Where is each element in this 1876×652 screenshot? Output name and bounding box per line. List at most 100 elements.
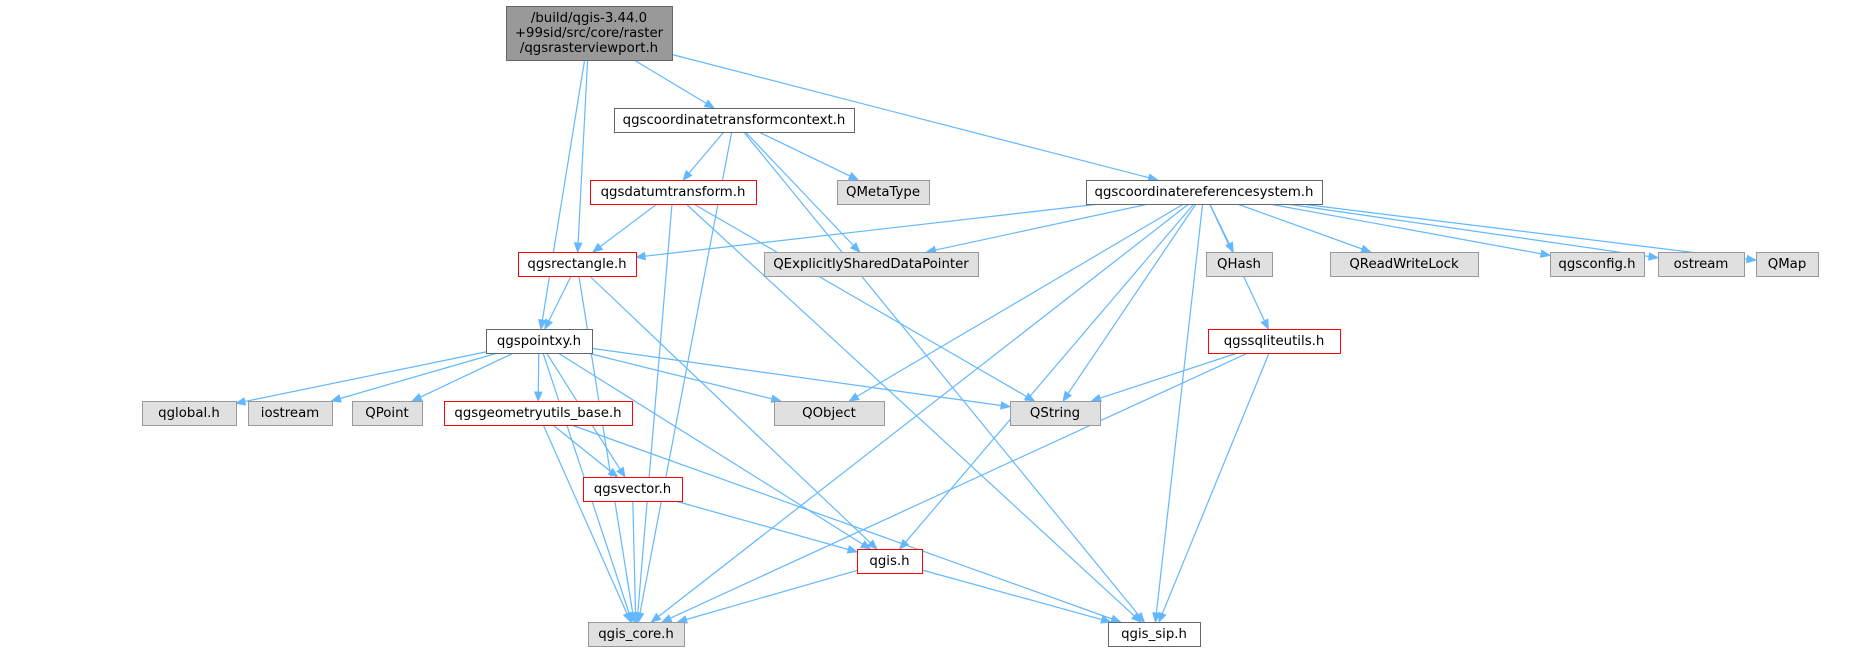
node-box[interactable]	[1086, 180, 1323, 205]
node-box	[1658, 252, 1745, 277]
edge-dt-to-qstring	[693, 203, 1036, 402]
edge-line	[577, 59, 589, 244]
node-label: qgis_sip.h	[1121, 627, 1187, 642]
node-sip[interactable]: qgis_sip.h	[1108, 622, 1201, 647]
node-label: QReadWriteLock	[1349, 257, 1459, 272]
node-label: qgis_core.h	[598, 627, 674, 642]
edge-vector-to-core	[631, 500, 640, 624]
node-geombase[interactable]: qgsgeometryutils_base.h	[444, 401, 633, 426]
node-box	[142, 401, 237, 426]
edge-line	[905, 203, 1195, 543]
node-label: qgsvector.h	[594, 482, 671, 497]
node-box	[837, 180, 930, 205]
node-box[interactable]	[1108, 622, 1201, 647]
edge-root-to-pointxy	[538, 59, 586, 331]
node-esdp: QExplicitlySharedDataPointer	[764, 252, 979, 277]
arrowhead-icon	[1000, 401, 1012, 410]
edge-vector-to-qgis	[675, 500, 859, 554]
node-label: ostream	[1674, 257, 1729, 272]
node-qpoint: QPoint	[352, 401, 423, 426]
arrowhead-icon	[1746, 254, 1758, 264]
edge-line	[1155, 203, 1204, 614]
arrowhead-icon	[1539, 249, 1552, 258]
node-qglobal: qglobal.h	[142, 401, 237, 426]
node-label: qgscoordinatetransformcontext.h	[623, 113, 846, 128]
node-pointxy[interactable]: qgspointxy.h	[486, 329, 593, 354]
node-sqlite[interactable]: qgssqliteutils.h	[1208, 329, 1341, 354]
node-config: qgsconfig.h	[1550, 252, 1645, 277]
arrowhead-icon	[330, 394, 342, 403]
node-box[interactable]	[857, 549, 923, 574]
node-rwlock: QReadWriteLock	[1330, 252, 1479, 277]
arrowhead-icon	[867, 539, 878, 550]
node-crs[interactable]: qgscoordinatereferencesystem.h	[1086, 180, 1323, 205]
edge-line	[552, 424, 611, 472]
node-label: +99sid/src/core/raster	[515, 26, 664, 41]
edge-dt-to-sip	[685, 203, 1142, 623]
node-box[interactable]	[486, 329, 593, 354]
node-label: QHash	[1217, 257, 1261, 272]
node-box[interactable]	[614, 108, 855, 133]
arrowhead-icon	[682, 169, 693, 182]
edge-line	[633, 59, 707, 104]
node-qhash: QHash	[1206, 252, 1273, 277]
edge-line	[632, 500, 637, 614]
edge-crs-to-sip	[1152, 203, 1204, 624]
edge-line	[921, 569, 1102, 621]
edge-pointxy-to-qstring	[591, 347, 1012, 410]
edge-geombase-to-core	[542, 424, 632, 624]
node-label: QString	[1030, 406, 1080, 421]
node-box[interactable]	[583, 477, 683, 502]
node-box[interactable]	[506, 6, 673, 61]
arrowhead-icon	[622, 611, 632, 624]
arrowhead-icon	[1110, 614, 1122, 623]
node-box	[1206, 252, 1273, 277]
node-box	[1756, 252, 1819, 277]
edge-sqlite-to-core	[660, 352, 1249, 623]
edge-line	[1301, 203, 1748, 260]
edge-line	[743, 131, 1139, 616]
edge-ctc-to-dt	[682, 131, 725, 182]
arrowhead-icon	[859, 540, 872, 550]
edge-line	[339, 352, 498, 400]
node-box[interactable]	[590, 180, 757, 205]
node-dt[interactable]: qgsdatumtransform.h	[590, 180, 757, 205]
node-label: qgis.h	[869, 554, 909, 569]
edge-line	[639, 131, 733, 614]
edge-line	[686, 569, 858, 621]
edge-pointxy-to-iostream	[330, 352, 498, 403]
node-label: QPoint	[365, 406, 408, 421]
node-label: qgssqliteutils.h	[1224, 334, 1325, 349]
edge-line	[935, 203, 1149, 251]
node-rect[interactable]: qgsrectangle.h	[518, 252, 637, 277]
node-label: qglobal.h	[158, 406, 220, 421]
node-box[interactable]	[1208, 329, 1341, 354]
node-ctc[interactable]: qgscoordinatetransformcontext.h	[614, 108, 855, 133]
edge-line	[644, 203, 1100, 257]
node-label: QMetaType	[846, 185, 920, 200]
arrowhead-icon	[1100, 615, 1112, 624]
node-label: qgscoordinatereferencesystem.h	[1095, 185, 1314, 200]
node-root[interactable]: /build/qgis-3.44.0+99sid/src/core/raster…	[506, 6, 673, 61]
node-label: iostream	[261, 406, 319, 421]
edge-line	[685, 203, 1135, 617]
node-qgis[interactable]: qgis.h	[857, 549, 923, 574]
nodes-layer: /build/qgis-3.44.0+99sid/src/core/raster…	[142, 6, 1819, 647]
node-box[interactable]	[444, 401, 633, 426]
edge-line	[671, 53, 1150, 179]
node-box[interactable]	[518, 252, 637, 277]
node-label: qgsgeometryutils_base.h	[454, 406, 621, 421]
edge-sqlite-to-sip	[1158, 352, 1270, 624]
node-label: qgsrectangle.h	[527, 257, 626, 272]
node-label: qgspointxy.h	[497, 334, 581, 349]
edge-line	[688, 131, 725, 174]
edge-pointxy-to-qgis	[557, 352, 872, 550]
edge-rect-to-pointxy	[544, 275, 572, 331]
edge-crs-to-qobject	[848, 203, 1184, 402]
arrowhead-icon	[676, 615, 688, 624]
node-vector[interactable]: qgsvector.h	[583, 477, 683, 502]
node-label: /build/qgis-3.44.0	[531, 11, 647, 26]
edge-line	[675, 500, 849, 551]
node-box	[774, 401, 885, 426]
